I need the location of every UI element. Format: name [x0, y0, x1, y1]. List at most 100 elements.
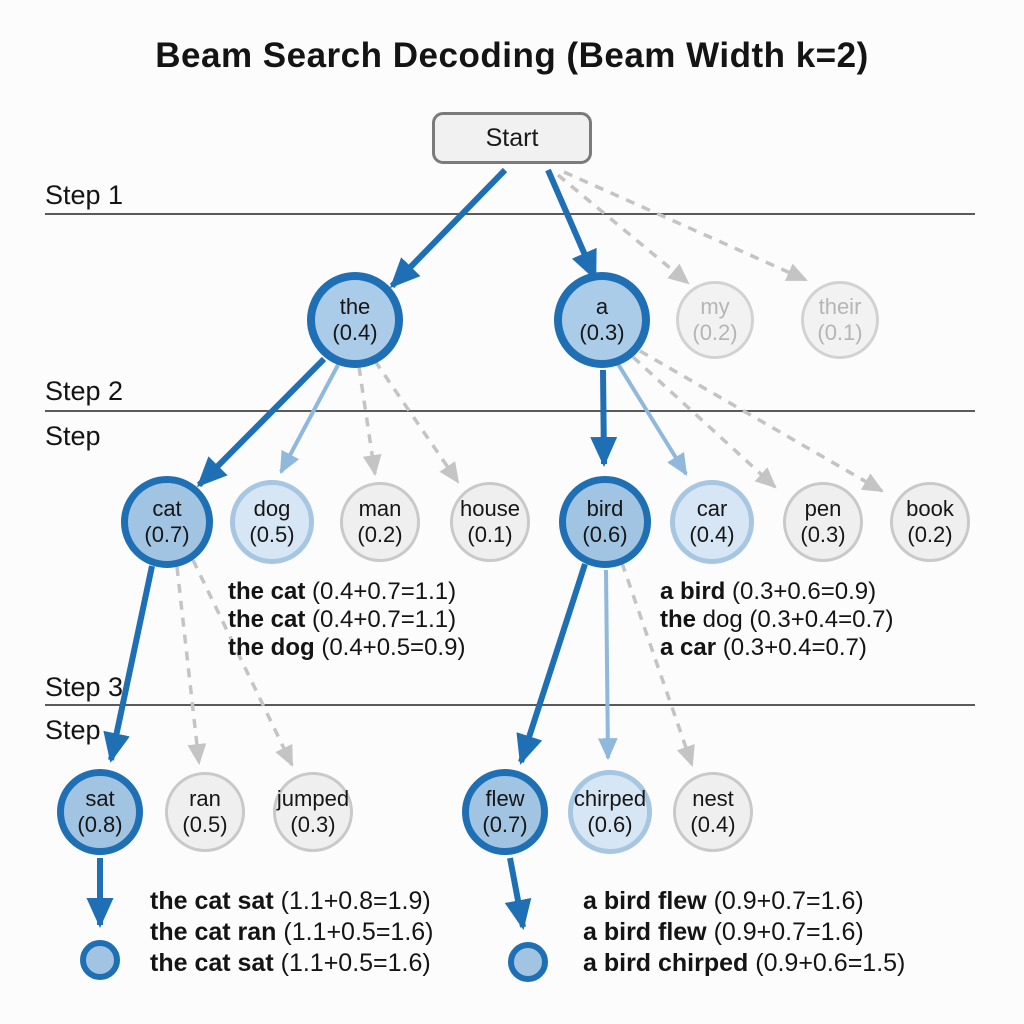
node-sat: sat (0.8): [57, 769, 143, 855]
start-label: Start: [485, 123, 539, 152]
edge-start-a: [545, 168, 598, 281]
candidate-score: a bird flew (0.9+0.7=1.6): [583, 918, 864, 946]
step3-label: Step 3: [45, 672, 124, 702]
node-prob: (0.4): [332, 320, 378, 345]
node-nest: nest (0.4): [673, 772, 753, 852]
node-word: car: [696, 496, 728, 521]
edge-bird-flew: [516, 563, 588, 765]
step3-separator: [45, 704, 975, 706]
candidate-score: the cat ran (1.1+0.5=1.6): [150, 918, 434, 946]
node-car: car (0.4): [670, 480, 754, 564]
node-prob: (0.2): [357, 522, 403, 547]
step2-scores-left: the cat (0.4+0.7=1.1) the cat (0.4+0.7=1…: [228, 578, 465, 662]
node-my: my (0.2): [676, 281, 754, 359]
edge-a-bird: [590, 369, 618, 467]
node-word: my: [700, 294, 730, 319]
node-pen: pen (0.3): [783, 482, 863, 562]
node-prob: (0.1): [467, 522, 513, 547]
node-jumped: jumped (0.3): [273, 772, 353, 852]
edge-cat-sat: [103, 565, 155, 763]
node-prob: (0.3): [579, 320, 625, 345]
node-prob: (0.1): [817, 320, 863, 345]
edge-cat-ran: [175, 566, 207, 766]
node-prob: (0.2): [907, 522, 953, 547]
step3-scores-right: a bird flew (0.9+0.7=1.6) a bird flew (0…: [583, 886, 905, 979]
node-prob: (0.5): [182, 812, 228, 837]
candidate-score: the dog (0.3+0.4=0.7): [660, 606, 894, 633]
candidate-score: a bird chirped (0.9+0.6=1.5): [583, 949, 906, 977]
node-flew: flew (0.7): [462, 769, 548, 855]
node-prob: (0.3): [290, 812, 336, 837]
edge-the-dog: [279, 364, 340, 474]
node-prob: (0.7): [482, 812, 528, 837]
end-node-left: [80, 940, 120, 980]
diagram-title: Beam Search Decoding (Beam Width k=2): [155, 36, 869, 75]
node-their: their (0.1): [801, 281, 879, 359]
node-word: nest: [692, 786, 734, 811]
step2-label: Step 2: [45, 376, 124, 406]
candidate-score: the dog (0.4+0.5=0.9): [228, 634, 466, 661]
node-prob: (0.6): [587, 812, 633, 837]
step3-sublabel: Step: [45, 715, 101, 745]
node-word: man: [358, 496, 402, 521]
candidate-score: the cat sat (1.1+0.5=1.6): [150, 949, 431, 977]
node-a: a (0.3): [554, 272, 650, 368]
candidate-score: the cat sat (1.1+0.8=1.9): [150, 887, 431, 915]
node-ran: ran (0.5): [165, 772, 245, 852]
edge-start-my: [556, 173, 690, 285]
edge-the-cat: [196, 356, 327, 488]
node-word: the: [339, 294, 371, 319]
node-word: ran: [189, 786, 221, 811]
node-word: jumped: [276, 786, 350, 811]
node-prob: (0.6): [582, 522, 628, 547]
node-prob: (0.7): [144, 522, 190, 547]
step3-scores-left: the cat sat (1.1+0.8=1.9) the cat ran (1…: [150, 886, 434, 979]
node-word: bird: [586, 496, 624, 521]
edge-the-man: [357, 366, 382, 477]
node-prob: (0.4): [689, 522, 735, 547]
node-bird: bird (0.6): [559, 476, 651, 568]
node-cat: cat (0.7): [121, 476, 213, 568]
node-word: cat: [152, 496, 182, 521]
node-word: their: [818, 294, 862, 319]
step1-label: Step 1: [45, 180, 124, 210]
node-word: chirped: [573, 786, 647, 811]
node-word: a: [595, 294, 609, 319]
edge-start-the: [389, 167, 508, 289]
node-prob: (0.5): [249, 522, 295, 547]
node-word: sat: [85, 786, 115, 811]
edge-start-their: [563, 170, 808, 282]
edge-bird-nest: [620, 562, 695, 767]
node-dog: dog (0.5): [230, 480, 314, 564]
step2-separator: [45, 410, 975, 412]
node-house: house (0.1): [450, 482, 530, 562]
node-word: dog: [253, 496, 291, 521]
node-book: book (0.2): [890, 482, 970, 562]
edge-cat-jumped: [191, 559, 294, 767]
candidate-score: a car (0.3+0.4=0.7): [660, 634, 867, 661]
node-the: the (0.4): [307, 272, 403, 368]
edge-a-pen: [631, 355, 777, 489]
node-prob: (0.3): [800, 522, 846, 547]
edge-a-book: [639, 349, 884, 493]
node-word: house: [460, 496, 520, 521]
node-prob: (0.8): [77, 812, 123, 837]
candidate-score: the cat (0.4+0.7=1.1): [228, 578, 457, 605]
node-word: flew: [485, 786, 525, 811]
edge-the-house: [373, 360, 460, 484]
step2-sublabel: Step: [45, 421, 101, 451]
start-node: Start: [432, 112, 592, 164]
node-prob: (0.2): [692, 320, 738, 345]
candidate-score: a bird flew (0.9+0.7=1.6): [583, 887, 864, 915]
edge-a-car: [616, 362, 688, 476]
end-node-right: [508, 942, 548, 982]
node-prob: (0.4): [690, 812, 736, 837]
step1-separator: [45, 213, 975, 215]
candidate-score: a bird (0.3+0.6=0.9): [660, 578, 877, 605]
node-word: pen: [804, 496, 842, 521]
node-man: man (0.2): [340, 482, 420, 562]
node-chirped: chirped (0.6): [568, 770, 652, 854]
step2-scores-right: a bird (0.3+0.6=0.9) the dog (0.3+0.4=0.…: [660, 578, 893, 662]
node-word: book: [906, 496, 954, 521]
